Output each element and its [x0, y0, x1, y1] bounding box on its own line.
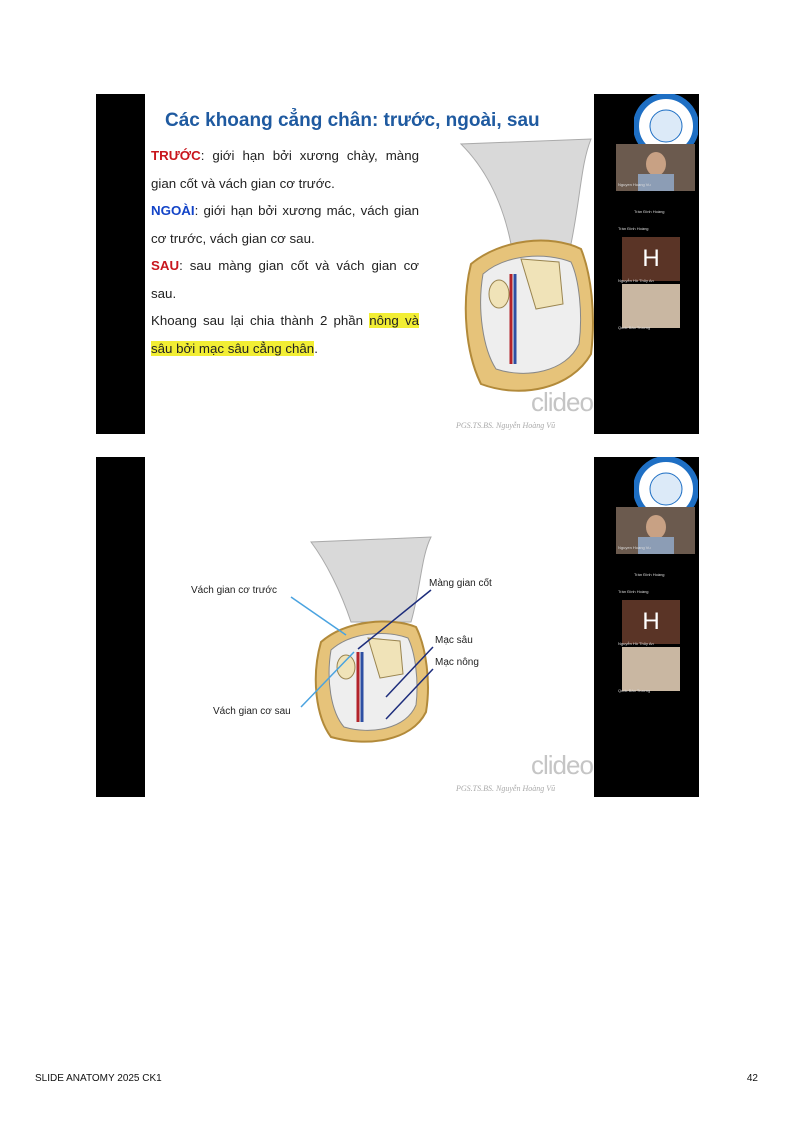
participant-name: Nguyen Hoang Vu	[618, 545, 651, 550]
leg-cross-section-illustration	[459, 138, 594, 392]
pointer-lines	[290, 589, 434, 720]
label-vach-gian-co-sau: Vách gian cơ sau	[213, 706, 291, 717]
person-icon	[638, 515, 674, 554]
footer-title: SLIDE ANATOMY 2025 CK1	[35, 1073, 162, 1084]
participant-name: Nguyễn Hồ Thủy An	[618, 641, 654, 646]
participant-name: Quốc Bảo Trương	[618, 688, 651, 693]
black-bar-left	[96, 457, 145, 797]
end-punct: .	[314, 340, 318, 356]
participant-name: Nguyen Hoang Vu	[618, 182, 651, 187]
person-icon	[638, 152, 674, 191]
webcam-tile	[616, 144, 695, 191]
text-truoc: : giới hạn bởi xương chày, màng gian cốt…	[151, 148, 419, 191]
label-mac-nong: Mạc nông	[435, 657, 479, 668]
school-logo-icon	[634, 457, 698, 521]
participant-photo	[622, 284, 680, 328]
text-khoang: Khoang sau lại chia thành 2 phần	[151, 313, 370, 328]
slide-1: Các khoang cẳng chân: trước, ngoài, sau …	[96, 94, 699, 434]
participant-name: Nguyễn Hồ Thủy An	[618, 278, 654, 283]
label-mang-gian-cot: Màng gian cốt	[429, 578, 492, 589]
label-mac-sau: Mạc sâu	[435, 635, 473, 646]
school-logo-icon	[634, 94, 698, 158]
participant-name: Quốc Bảo Trương	[618, 325, 651, 330]
text-sau: : sau màng gian cốt và vách gian cơ sau.	[151, 258, 419, 301]
video-call-sidepanel: Nguyen Hoang Vu Trần Đình Hoàng Trần Đìn…	[594, 94, 699, 434]
video-call-sidepanel: Nguyen Hoang Vu Trần Đình Hoàng Trần Đìn…	[594, 457, 699, 797]
webcam-tile	[616, 507, 695, 554]
page-number: 42	[746, 1073, 758, 1084]
slide-title: Các khoang cẳng chân: trước, ngoài, sau	[165, 110, 540, 131]
participant-name: Trần Đình Hoàng	[634, 209, 665, 214]
key-ngoai: NGOÀI	[151, 203, 195, 218]
participant-name: Trần Đình Hoàng	[618, 589, 649, 594]
black-bar-left	[96, 94, 145, 434]
slide-2: Vách gian cơ trước Màng gian cốt Mạc sâu…	[96, 457, 699, 797]
key-sau: SAU	[151, 258, 180, 273]
text-ngoai: : giới hạn bởi xương mác, vách gian cơ t…	[151, 203, 419, 246]
slide-body-text: TRƯỚC: giới hạn bởi xương chày, màng gia…	[151, 142, 419, 362]
author-credit: PGS.TS.BS. Nguyễn Hoàng Vũ	[456, 784, 556, 793]
participant-photo	[622, 647, 680, 691]
author-credit: PGS.TS.BS. Nguyễn Hoàng Vũ	[456, 421, 556, 430]
key-truoc: TRƯỚC	[151, 148, 201, 163]
participant-name: Trần Đình Hoàng	[618, 226, 649, 231]
avatar: H	[622, 600, 680, 644]
leg-cross-section-diagram	[310, 536, 432, 743]
label-vach-gian-co-truoc: Vách gian cơ trước	[191, 585, 277, 596]
avatar: H	[622, 237, 680, 281]
participant-name: Trần Đình Hoàng	[634, 572, 665, 577]
